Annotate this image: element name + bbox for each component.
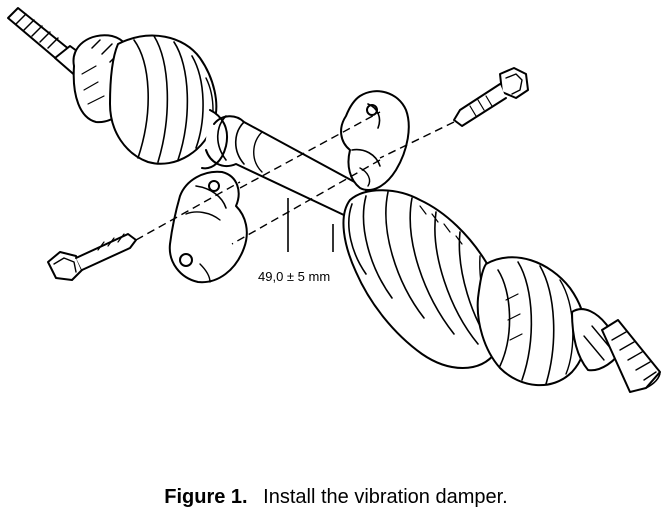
center-shaft	[205, 115, 369, 217]
figure-number: Figure 1.	[164, 486, 248, 508]
lower-damper-half	[168, 170, 248, 284]
drive-shaft-diagram: 49,0 ± 5 mm	[7, 7, 661, 393]
lower-bolt	[47, 233, 137, 281]
caption-text: Install the vibration damper.	[263, 486, 508, 508]
right-output-shaft	[571, 308, 661, 393]
right-cv-joint	[476, 256, 587, 386]
figure-caption: Figure 1. Install the vibration damper.	[0, 486, 672, 509]
dimension-label: 49,0 ± 5 mm	[258, 269, 330, 284]
left-boot	[109, 34, 228, 170]
alignment-lines	[135, 111, 455, 245]
right-boot	[342, 189, 506, 369]
dimension-lines	[287, 198, 334, 252]
upper-bolt	[453, 67, 529, 127]
upper-damper-half	[340, 90, 410, 191]
